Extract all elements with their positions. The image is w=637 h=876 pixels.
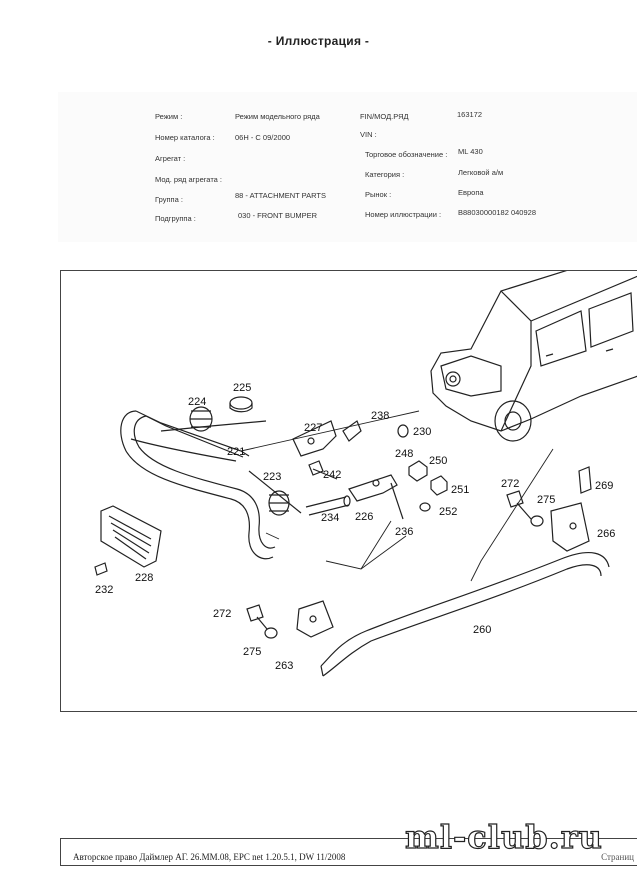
cap-225 [229,396,253,413]
callout-223: 223 [263,471,281,483]
header-label-trade: Торговое обозначение : [365,150,448,159]
clip-269 [578,466,592,494]
header-value-catalog: 06Н - C 09/2000 [235,133,291,142]
header-label-aggregate-model: Мод. ряд агрегата : [155,175,223,184]
screw-232 [94,562,108,576]
exploded-view: 224 225 221 227 238 230 242 248 250 223 … [94,265,637,677]
callout-236: 236 [395,526,413,538]
callout-252: 252 [439,506,457,518]
washer-230 [397,424,409,438]
bar-260 [320,551,610,677]
callout-263: 263 [275,660,293,672]
header-label-catalog: Номер каталога : [155,133,215,142]
header-label-market: Рынок : [365,190,392,199]
nut-251 [430,475,448,496]
pipe-234 [305,495,351,516]
header-value-category: Легковой а/м [458,168,504,177]
callouts: 224 225 221 227 238 230 242 248 250 223 … [95,382,615,672]
nut-250 [408,460,428,482]
callout-230: 230 [413,426,431,438]
callout-221: 221 [227,446,245,458]
footer: Авторское право Даймлер АГ. 26.ММ.08, EP… [60,838,637,866]
rubber-bushing-223 [268,490,290,516]
header-value-mode: Режим модельного ряда [235,112,320,121]
washer-275-lower [264,627,278,639]
header-value-subgroup: 030 - FRONT BUMPER [238,211,318,220]
bracket-263 [296,600,334,638]
callout-226: 226 [355,511,373,523]
header-value-trade: ML 430 [458,147,483,156]
callout-228: 228 [135,572,153,584]
header-label-fin: FIN/МОД.РЯД [360,112,409,121]
vehicle-sketch [430,265,637,442]
bull-bar-upper [120,410,302,560]
callout-227: 227 [304,422,322,434]
callout-248: 248 [395,448,413,460]
washer-252 [419,502,431,512]
callout-275-upper: 275 [537,494,555,506]
header-value-group: 88 - ATTACHMENT PARTS [235,191,326,200]
callout-260: 260 [473,624,491,636]
callout-232: 232 [95,584,113,596]
header-label-group: Группа : [155,195,183,204]
callout-238: 238 [371,410,389,422]
footer-page-hint: Страниц [601,852,634,862]
callout-224: 224 [188,396,206,408]
callout-272-lower: 272 [213,608,231,620]
header-label-category: Категория : [365,170,405,179]
header-label-vin: VIN : [360,130,377,139]
header-label-mode: Режим : [155,112,183,121]
callout-266: 266 [597,528,615,540]
watermark-logo: ml-club.ru [404,817,603,856]
header-value-market: Европа [458,188,484,197]
callout-251: 251 [451,484,469,496]
bolt-272-lower [246,604,268,630]
washer-275-upper [530,515,544,527]
bolt-272-upper [506,490,532,520]
header-band [58,92,637,242]
bracket-227 [292,420,362,457]
callout-272-upper: 272 [501,478,519,490]
rubber-bushing-224 [189,406,213,432]
header-value-illustration: B88030000182 040928 [458,208,536,217]
callout-242: 242 [323,469,341,481]
callout-275-lower: 275 [243,646,261,658]
header-label-aggregate: Агрегат : [155,154,186,163]
callout-269: 269 [595,480,613,492]
header-label-subgroup: Подгруппа : [155,214,196,223]
bracket-226 [348,474,404,520]
screw-242 [308,460,338,480]
header-label-illustration: Номер иллюстрации : [365,210,442,219]
leader-lines [240,410,554,582]
footer-copyright: Авторское право Даймлер АГ. 26.ММ.08, EP… [73,852,346,862]
callout-250: 250 [429,455,447,467]
callout-234: 234 [321,512,339,524]
parts-drawing: 224 225 221 227 238 230 242 248 250 223 … [60,265,637,712]
header-value-fin: 163172 [457,110,483,119]
bracket-266 [550,502,590,552]
page-title: - Иллюстрация - [267,34,370,48]
stone-guard-228 [100,505,162,568]
callout-225: 225 [233,382,251,394]
